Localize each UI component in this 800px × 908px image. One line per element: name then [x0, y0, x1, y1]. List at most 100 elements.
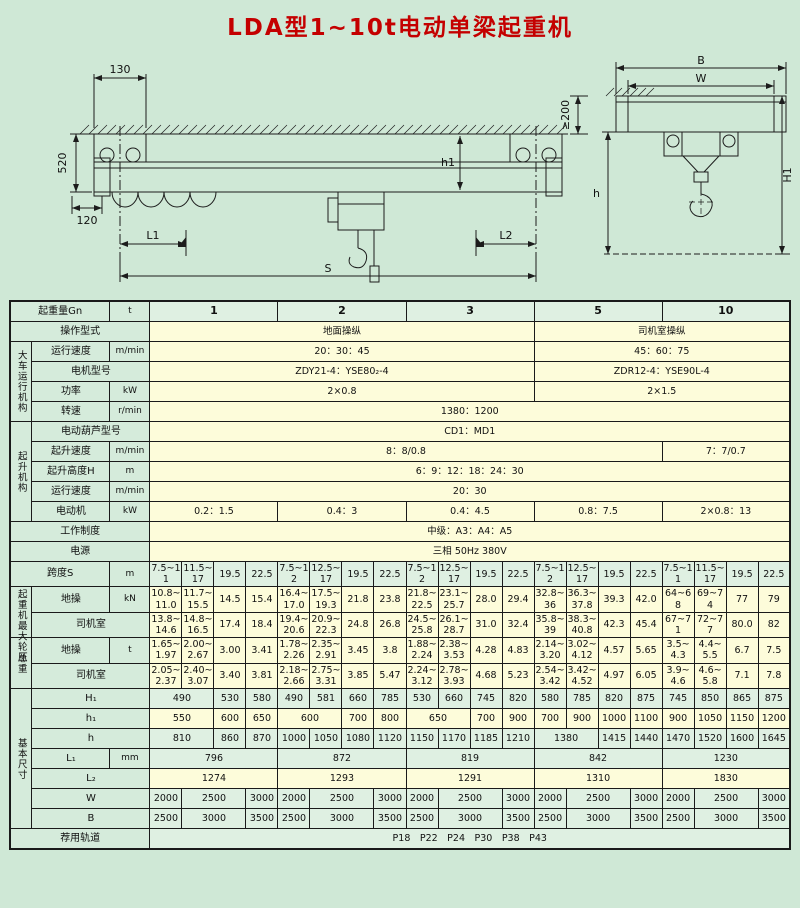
value-cell: 19.5 [597, 560, 631, 588]
svg-text:L2: L2 [499, 229, 512, 242]
value-cell: 19.5 [213, 560, 247, 588]
value-cell: 3.45 [341, 637, 375, 664]
value-cell: 8：8/0.8 [149, 441, 663, 462]
value-cell: 29.4 [501, 586, 535, 613]
value-cell: 600 [213, 708, 247, 730]
row-label: 起重量Gn [9, 300, 111, 322]
row-label: H₁ [31, 688, 151, 710]
value-cell: 1050 [693, 708, 727, 730]
svg-text:h: h [593, 187, 600, 200]
value-cell: 872 [277, 748, 407, 770]
value-cell: 0.4：4.5 [405, 501, 535, 522]
value-cell: 2.40~3.07 [181, 662, 215, 690]
row-label: 功率 [31, 381, 111, 402]
value-cell: 1645 [757, 728, 791, 750]
value-cell: 2000 [533, 788, 567, 810]
value-cell: 5.47 [373, 662, 407, 690]
value-cell: 4.68 [469, 662, 503, 690]
value-cell: 地面操纵 [149, 321, 535, 342]
value-cell: 1.65~1.97 [149, 637, 183, 664]
value-cell: 600 [277, 708, 343, 730]
value-cell: 18.4 [245, 611, 279, 639]
hatch-end [605, 87, 655, 97]
row-label: 跨度S [9, 560, 111, 588]
value-cell: 3.85 [341, 662, 375, 690]
value-cell: 796 [149, 748, 279, 770]
value-cell: 1415 [597, 728, 631, 750]
value-cell: 1080 [341, 728, 375, 750]
value-cell: 2500 [533, 808, 567, 830]
svg-text:W: W [696, 72, 707, 85]
value-cell: 1170 [437, 728, 471, 750]
crane-drawing: 130 520 120 h1 [56, 54, 792, 283]
value-cell: 2000 [149, 788, 183, 810]
value-cell: 中级：A3：A4：A5 [149, 521, 791, 542]
value-cell: 2000 [405, 788, 439, 810]
svg-text:S: S [325, 262, 332, 275]
unit-cell: kW [109, 501, 151, 522]
dim-520: 520 [56, 133, 92, 193]
row-label: 运行速度 [31, 341, 111, 362]
unit-cell: t [109, 300, 151, 322]
row-group-label: 大车运行机构 [9, 341, 33, 422]
value-cell: 3.9~4.6 [661, 662, 695, 690]
value-cell: ZDR12-4：YSE90L-4 [533, 361, 791, 382]
value-cell: 2000 [277, 788, 311, 810]
capacity-header: 3 [405, 300, 535, 322]
value-cell: 1.78~2.26 [277, 637, 311, 664]
value-cell: 3.42~4.52 [565, 662, 599, 690]
page: { "title": "LDA型1~10t电动单梁起重机", "drawing"… [0, 8, 800, 908]
value-cell: 2.24~3.12 [405, 662, 439, 690]
value-cell: 820 [597, 688, 631, 710]
value-cell: 21.8~22.5 [405, 586, 439, 613]
value-cell: 900 [661, 708, 695, 730]
value-cell: 6：9：12：18：24：30 [149, 461, 791, 482]
value-cell: 2.35~2.91 [309, 637, 343, 664]
value-cell: 2500 [149, 808, 183, 830]
value-cell: 3.40 [213, 662, 247, 690]
value-cell: 785 [373, 688, 407, 710]
svg-text:L1: L1 [146, 229, 159, 242]
pendant-control [369, 265, 380, 283]
unit-cell: kW [109, 381, 151, 402]
value-cell: 12.5~17 [565, 560, 599, 588]
value-cell: 24.5~25.8 [405, 611, 439, 639]
value-cell: 45：60：75 [533, 341, 791, 362]
value-cell: 12.5~17 [309, 560, 343, 588]
value-cell: 1600 [725, 728, 759, 750]
hook-icon [348, 247, 368, 269]
value-cell: 3000 [309, 808, 375, 830]
svg-text:520: 520 [56, 153, 69, 174]
value-cell: 1150 [725, 708, 759, 730]
value-cell: 2000 [661, 788, 695, 810]
value-cell: 司机室操纵 [533, 321, 791, 342]
dim-130: 130 [93, 63, 147, 128]
value-cell: 2500 [405, 808, 439, 830]
value-cell: 39.3 [597, 586, 631, 613]
value-cell: 3.81 [245, 662, 279, 690]
value-cell: 28.0 [469, 586, 503, 613]
unit-cell: m/min [109, 341, 151, 362]
value-cell: 10.8~11.0 [149, 586, 183, 613]
value-cell: 32.8~36 [533, 586, 567, 613]
row-group-label: 起升机构 [9, 421, 33, 522]
value-cell: 1380 [533, 728, 599, 750]
value-cell: 820 [501, 688, 535, 710]
value-cell: 4.97 [597, 662, 631, 690]
value-cell: 865 [725, 688, 759, 710]
value-cell: 12.5~17 [437, 560, 471, 588]
value-cell: 1000 [277, 728, 311, 750]
value-cell: 800 [373, 708, 407, 730]
value-cell: 842 [533, 748, 663, 770]
value-cell: 2.14~3.20 [533, 637, 567, 664]
value-cell: 4.4~5.5 [693, 637, 727, 664]
value-cell: 3.5~4.3 [661, 637, 695, 664]
value-cell: 26.8 [373, 611, 407, 639]
value-cell: 785 [565, 688, 599, 710]
